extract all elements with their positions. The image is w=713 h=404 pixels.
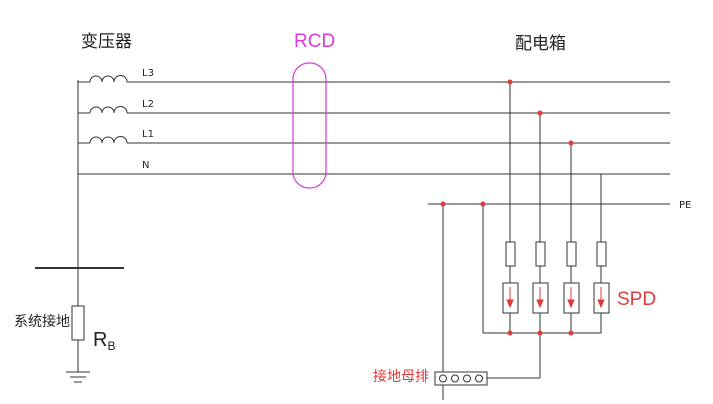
coil-l2 bbox=[89, 106, 128, 114]
spd-arrow-l1 bbox=[567, 299, 575, 309]
junction-node bbox=[480, 201, 486, 207]
transformer-title: 变压器 bbox=[81, 32, 132, 52]
junction-node bbox=[568, 330, 574, 336]
rb-resistor bbox=[71, 305, 85, 341]
spd-arrows bbox=[506, 287, 605, 309]
l2-label: L2 bbox=[142, 99, 154, 110]
junction-node bbox=[537, 330, 543, 336]
l3-label: L3 bbox=[142, 68, 154, 79]
fuse-l2 bbox=[535, 241, 546, 267]
spd-arrow-n bbox=[597, 299, 605, 309]
rb-label: RB bbox=[93, 330, 115, 352]
pe-label: PE bbox=[679, 200, 692, 211]
junction-node bbox=[440, 201, 446, 207]
fuse-n bbox=[596, 241, 607, 267]
rb-subscript: B bbox=[107, 339, 116, 353]
system-ground-label: 系统接地 bbox=[14, 314, 70, 330]
fuse-l3 bbox=[505, 241, 516, 267]
system-ground bbox=[35, 267, 124, 383]
ground-bar-terminal bbox=[439, 374, 447, 383]
spd-label: SPD bbox=[617, 289, 657, 310]
junction-node bbox=[537, 110, 543, 116]
junction-node bbox=[507, 79, 513, 85]
spd-arrow-l2 bbox=[536, 299, 544, 309]
rcd-title: RCD bbox=[294, 31, 336, 52]
spd-arrow-l3 bbox=[506, 299, 514, 309]
ground-bar-box bbox=[434, 371, 488, 386]
rb-main: R bbox=[93, 329, 108, 351]
junction-nodes bbox=[440, 79, 574, 336]
coil-l1 bbox=[89, 136, 128, 144]
coil-l3 bbox=[89, 75, 128, 83]
ground-bar bbox=[434, 371, 488, 386]
ground-bar-terminal bbox=[451, 374, 459, 383]
ground-bar-terminal bbox=[475, 374, 483, 383]
spd-branches bbox=[482, 82, 610, 379]
ground-bar-terminal bbox=[463, 374, 471, 383]
ground-bar-label: 接地母排 bbox=[373, 369, 429, 385]
distribution-box-title: 配电箱 bbox=[515, 34, 566, 54]
transformer-coils bbox=[89, 75, 128, 144]
rcd-outline bbox=[292, 62, 327, 189]
l1-label: L1 bbox=[142, 129, 154, 140]
fuse-l1 bbox=[566, 241, 577, 267]
junction-node bbox=[568, 140, 574, 146]
n-label: N bbox=[142, 160, 150, 171]
junction-node bbox=[507, 330, 513, 336]
